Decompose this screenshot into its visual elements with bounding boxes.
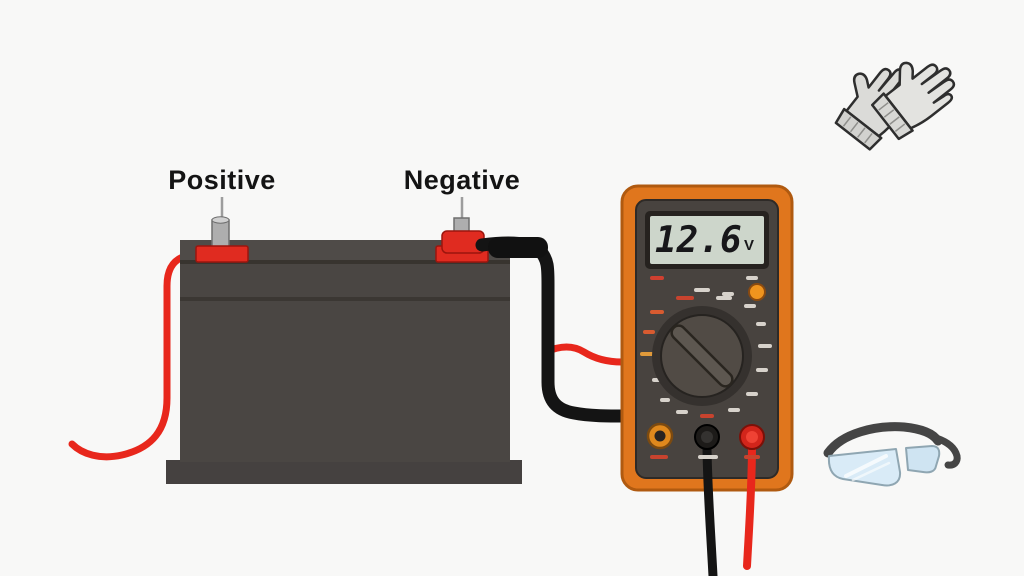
battery: [166, 216, 522, 484]
battery-lid-seam: [180, 260, 510, 264]
face-markings: [650, 276, 758, 300]
multimeter-ports: [646, 422, 765, 459]
goggles-frame: [823, 422, 943, 458]
positive-red-wire: [68, 250, 204, 461]
black-probe-handle: [488, 237, 548, 258]
power-button: [748, 283, 766, 301]
battery-body: [180, 258, 510, 462]
negative-terminal-label: Negative: [404, 165, 521, 195]
multimeter: 12.6 V: [620, 184, 794, 576]
multimeter-display: 12.6 V: [645, 211, 769, 269]
safety-goggles-icon: [823, 422, 961, 487]
goggles-arm: [932, 434, 961, 469]
goggles-side-lens: [905, 445, 941, 474]
battery-body-seam: [180, 297, 510, 301]
positive-terminal-label: Positive: [168, 165, 276, 195]
lcd-reading: 12.6: [655, 220, 742, 261]
battery-base: [166, 460, 522, 484]
port-label-left: [650, 455, 668, 459]
lcd-screen: [650, 216, 764, 264]
battery-negative-terminal: [435, 217, 489, 263]
dial-grip: [670, 324, 734, 388]
glove-front: [870, 61, 956, 141]
positive-connector: [195, 245, 249, 263]
port-label-mid: [698, 455, 718, 459]
battery-positive-terminal: [195, 216, 249, 263]
battery-lid: [180, 240, 510, 262]
port-volts-plug: [746, 431, 758, 443]
port-amps-hole: [654, 430, 666, 442]
positive-post: [211, 219, 230, 249]
meter-red-lead: [542, 343, 626, 366]
goggles-lens-shine-2: [851, 461, 891, 482]
goggles-lens-shine: [844, 454, 888, 478]
multimeter-dial: [640, 288, 772, 418]
safety-gloves-icon: [834, 61, 956, 151]
port-common-plug: [701, 431, 713, 443]
positive-post-top: [211, 216, 230, 224]
lcd-unit: V: [744, 237, 754, 254]
port-label-right: [744, 455, 760, 459]
